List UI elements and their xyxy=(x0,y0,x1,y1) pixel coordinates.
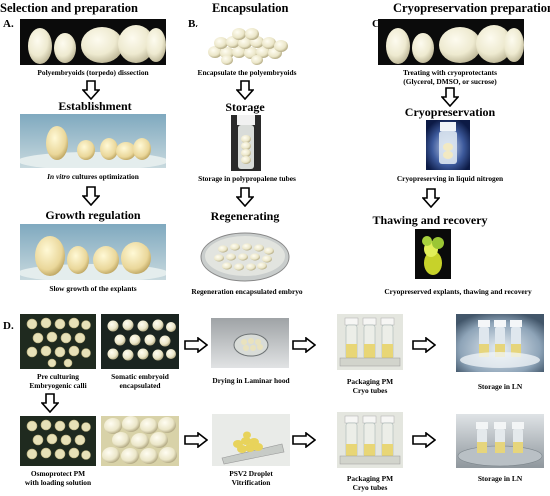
caption-d1-1-line2: Embryogenic calli xyxy=(29,381,87,390)
right-arrow-icon xyxy=(184,337,208,353)
caption-c3: Cryopreserved explants, thawing and reco… xyxy=(384,287,532,296)
regeneration-dish-photo xyxy=(199,225,291,283)
down-arrow-icon xyxy=(82,186,100,206)
droplet-vitrification-photo xyxy=(212,414,290,466)
caption-d1-2: Somatic embryoid encapsulated xyxy=(98,372,182,390)
in-vitro-culture-photo xyxy=(20,114,166,168)
section-d-letter: D. xyxy=(3,320,14,332)
caption-d2-1-line2: with loading solution xyxy=(24,478,92,487)
caption-d1-1-line1: Pre culturing xyxy=(37,372,79,381)
caption-d1-4-line2: Cryo tubes xyxy=(352,386,388,395)
caption-c1: Treating with cryoprotectants (Glycerol,… xyxy=(372,68,528,86)
caption-b1: Encapsulate the polyembryoids xyxy=(197,68,297,77)
osmoprotect-calli-photo xyxy=(20,416,96,466)
stage-growth-regulation: Growth regulation xyxy=(45,208,141,222)
caption-d2-4-line1: Packaging PM xyxy=(346,474,394,483)
caption-d2-4: Packaging PM Cryo tubes xyxy=(326,474,414,492)
stage-establishment: Establishment xyxy=(58,99,132,113)
ln-storage-photo-2 xyxy=(456,414,544,468)
right-arrow-icon xyxy=(412,432,436,448)
stage-regenerating: Regenerating xyxy=(210,209,280,223)
section-b-title: Encapsulation xyxy=(212,1,289,15)
caption-d1-5: Storage in LN xyxy=(477,382,523,391)
caption-b3: Regeneration encapsulated embryo xyxy=(191,287,303,296)
stage-thawing-recovery: Thawing and recovery xyxy=(372,213,488,227)
down-arrow-icon xyxy=(236,187,254,207)
section-a-letter: A. xyxy=(3,18,14,30)
loading-solution-beads-photo xyxy=(101,416,179,466)
caption-d1-3: Drying in Laminar hood xyxy=(212,376,290,385)
caption-d2-4-line2: Cryo tubes xyxy=(352,483,388,492)
down-arrow-icon xyxy=(441,87,459,107)
caption-d2-3: PSV2 Droplet Vitrification xyxy=(206,469,296,487)
right-arrow-icon xyxy=(292,337,316,353)
caption-d2-1-line1: Osmoprotect PM xyxy=(30,469,86,478)
section-c-title: Cryopreservation preparation xyxy=(393,1,550,15)
caption-b2: Storage in polypropalene tubes xyxy=(198,174,296,183)
embryogenic-calli-photo xyxy=(20,314,96,369)
slow-growth-photo xyxy=(20,224,166,280)
caption-d1-2-line2: encapsulated xyxy=(119,381,161,390)
caption-c1-line2: (Glycerol, DMSO, or sucrose) xyxy=(403,77,497,86)
caption-d2-3-line1: PSV2 Droplet xyxy=(229,469,273,478)
encapsulated-beads-photo xyxy=(197,26,297,66)
packaging-cryo-tubes-photo xyxy=(337,314,403,370)
polyembryoid-dissection-photo xyxy=(20,19,166,65)
caption-d1-1: Pre culturing Embryogenic calli xyxy=(14,372,102,390)
section-c-letter: C. xyxy=(372,18,383,30)
thawed-explant-photo xyxy=(415,229,451,279)
laminar-hood-drying-photo xyxy=(211,318,289,368)
stage-cryopreservation: Cryopreservation xyxy=(404,105,496,119)
polypropylene-tube-photo xyxy=(231,115,261,171)
caption-d1-4-line1: Packaging PM xyxy=(346,377,394,386)
caption-d1-4: Packaging PM Cryo tubes xyxy=(326,377,414,395)
right-arrow-icon xyxy=(412,337,436,353)
down-arrow-icon xyxy=(41,393,59,413)
caption-a3: Slow growth of the explants xyxy=(49,284,137,293)
caption-d2-3-line2: Vitrification xyxy=(231,478,271,487)
caption-a2-rest: cultures optimization xyxy=(69,172,139,181)
stage-storage: Storage xyxy=(225,100,265,114)
somatic-embryoid-photo xyxy=(101,314,179,369)
section-b-letter: B. xyxy=(188,18,199,30)
down-arrow-icon xyxy=(82,80,100,100)
caption-d2-1: Osmoprotect PM with loading solution xyxy=(12,469,104,487)
caption-c2: Cryopreserving in liquid nitrogen xyxy=(396,174,504,183)
caption-a2: In vitro cultures optimization xyxy=(20,172,166,181)
ln-storage-photo xyxy=(456,314,544,372)
caption-d2-5: Storage in LN xyxy=(477,474,523,483)
cryoprotectant-treatment-photo xyxy=(378,19,524,65)
right-arrow-icon xyxy=(184,432,208,448)
down-arrow-icon xyxy=(236,80,254,100)
caption-d1-2-line1: Somatic embryoid xyxy=(111,372,169,381)
caption-c1-line1: Treating with cryoprotectants xyxy=(402,68,497,77)
caption-a2-italic: In vitro xyxy=(47,172,70,181)
caption-a1: Polyembryoids (torpedo) dissection xyxy=(37,68,149,77)
down-arrow-icon xyxy=(422,188,440,208)
packaging-cryo-tubes-photo-2 xyxy=(337,412,403,468)
section-a-title: Selection and preparation xyxy=(0,1,138,15)
liquid-nitrogen-vial-photo xyxy=(426,120,470,170)
right-arrow-icon xyxy=(292,432,316,448)
